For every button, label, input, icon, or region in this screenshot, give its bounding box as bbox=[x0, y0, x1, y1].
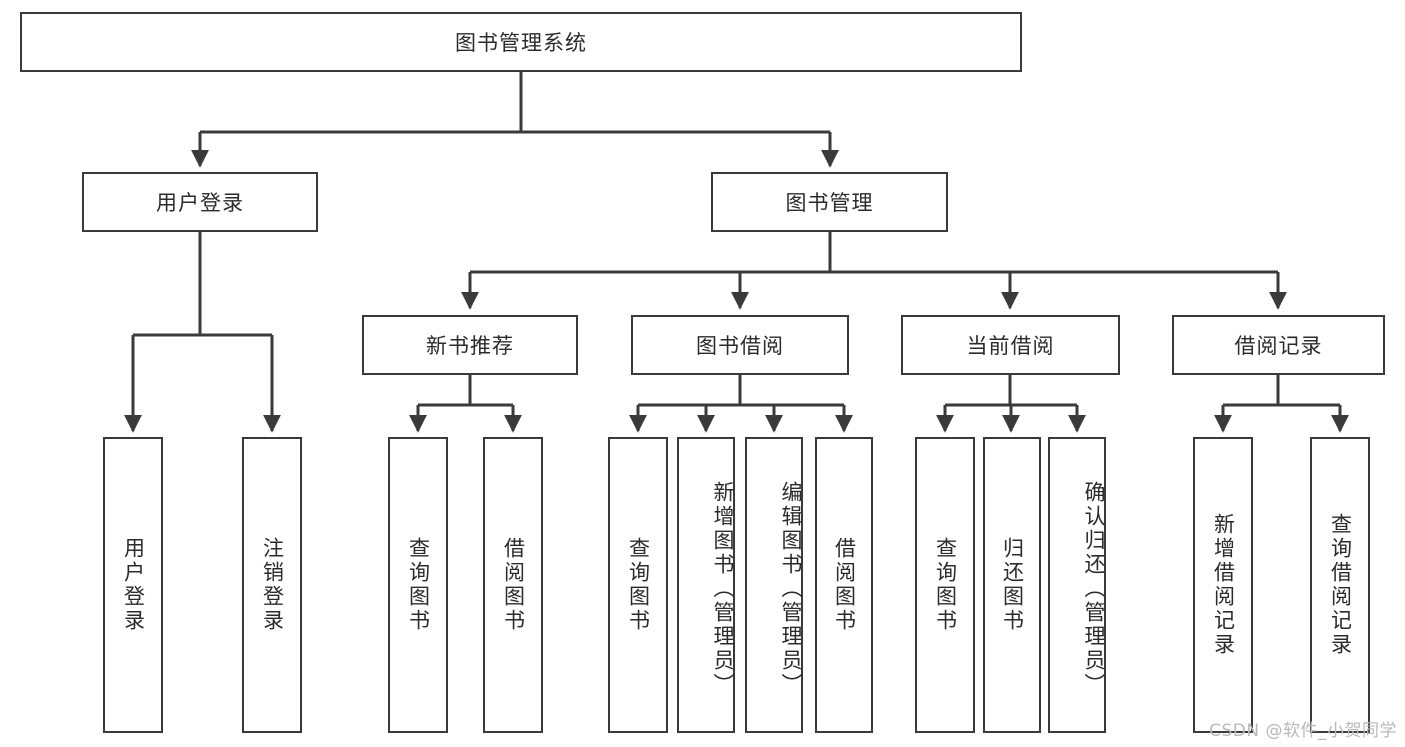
node-borrow-record[interactable]: 借阅记录 bbox=[1172, 315, 1385, 375]
leaf-newbook-query-book[interactable]: 查询图书 bbox=[388, 437, 448, 733]
leaf-borrow-borrow-book[interactable]: 借阅图书 bbox=[815, 437, 873, 733]
leaf-newbook-borrow-book[interactable]: 借阅图书 bbox=[483, 437, 543, 733]
leaf-user-login[interactable]: 用户登录 bbox=[103, 437, 163, 733]
leaf-current-confirm-return-admin[interactable]: 确认归还（管理员） bbox=[1048, 437, 1106, 733]
leaf-record-query-record[interactable]: 查询借阅记录 bbox=[1310, 437, 1370, 733]
watermark-text: CSDN @软件_小贺同学 bbox=[1209, 721, 1397, 741]
node-user-login[interactable]: 用户登录 bbox=[82, 172, 318, 232]
node-book-management[interactable]: 图书管理 bbox=[711, 172, 948, 232]
leaf-borrow-edit-book-admin[interactable]: 编辑图书（管理员） bbox=[745, 437, 803, 733]
node-current-borrow[interactable]: 当前借阅 bbox=[901, 315, 1120, 375]
leaf-current-query-book[interactable]: 查询图书 bbox=[915, 437, 975, 733]
node-book-borrow[interactable]: 图书借阅 bbox=[631, 315, 849, 375]
leaf-logout[interactable]: 注销登录 bbox=[242, 437, 302, 733]
leaf-current-return-book[interactable]: 归还图书 bbox=[983, 437, 1041, 733]
leaf-borrow-add-book-admin[interactable]: 新增图书（管理员） bbox=[677, 437, 735, 733]
leaf-record-add-record[interactable]: 新增借阅记录 bbox=[1193, 437, 1253, 733]
node-root[interactable]: 图书管理系统 bbox=[20, 12, 1022, 72]
leaf-borrow-query-book[interactable]: 查询图书 bbox=[608, 437, 668, 733]
node-new-book-recommend[interactable]: 新书推荐 bbox=[362, 315, 578, 375]
